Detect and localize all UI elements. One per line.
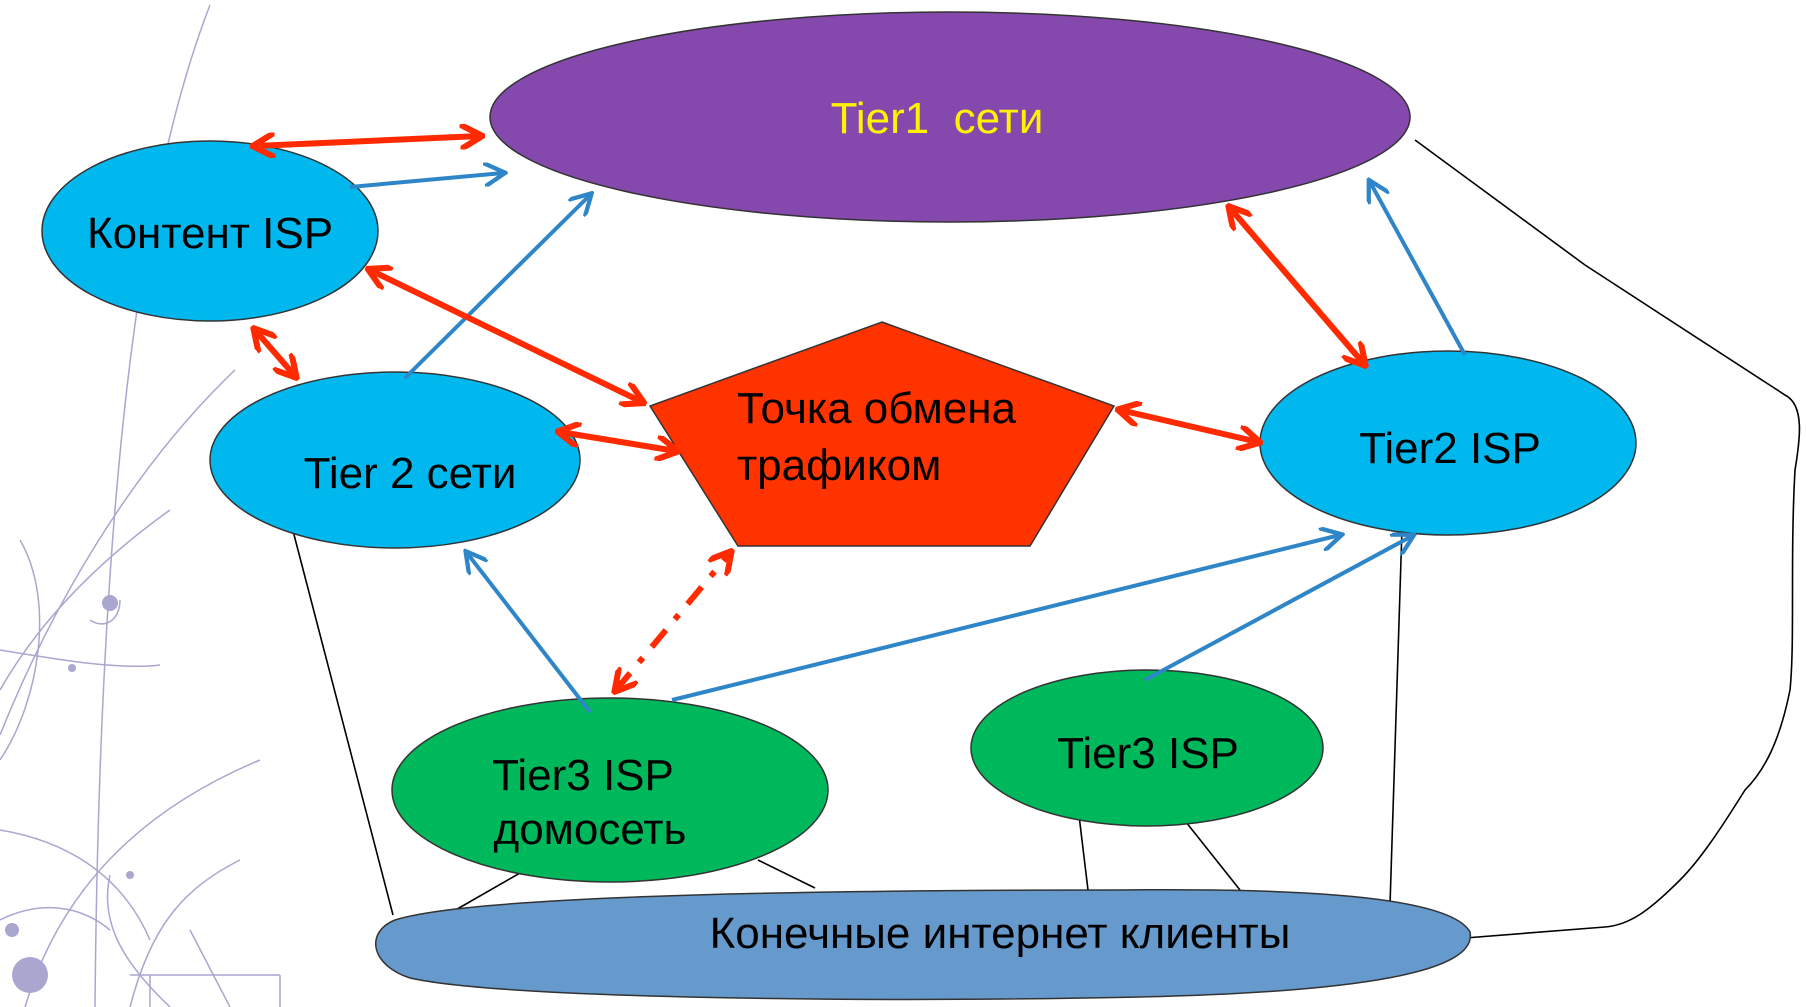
access-line-tier3-home-left — [451, 872, 521, 913]
peering-arrow-content-tier1 — [255, 136, 480, 146]
content-isp-node — [41, 140, 379, 322]
tier3-isp-home-node — [391, 697, 829, 883]
background-dots — [5, 595, 134, 993]
peering-arrow-tier1-tier2isp — [1230, 208, 1364, 364]
tier1-networks-node — [489, 11, 1411, 223]
tier3-isp-node — [970, 669, 1324, 827]
access-line-tier3-isp-right — [1177, 811, 1241, 891]
traffic-exchange-label-line2: трафиком — [737, 441, 941, 490]
peering-arrow-tier3home-ixp-dashed — [616, 553, 730, 690]
access-line-tier2-isp — [1389, 527, 1403, 906]
peering-arrow-ixp-tier2isp — [1120, 410, 1258, 442]
tier2-networks-label: Tier 2 сети — [304, 449, 517, 498]
background-decoration — [0, 4, 281, 1007]
peering-arrow-content-ixp — [370, 270, 642, 402]
transit-arrow-tier3home-to-tier2nets — [467, 553, 592, 714]
end-clients-label: Конечные интернет клиенты — [710, 909, 1291, 958]
tier3-isp-home-label-line1: Tier3 ISP — [492, 751, 674, 800]
peering-arrow-content-tier2nets — [255, 330, 295, 376]
tier3-isp-label: Tier3 ISP — [1057, 729, 1239, 778]
access-lines — [291, 139, 1801, 939]
transit-arrow-tier2nets-to-tier1 — [403, 195, 590, 380]
transit-arrow-tier3isp-to-tier2isp — [1144, 536, 1412, 682]
tier3-isp-home-label-line2: домосеть — [494, 805, 687, 854]
access-line-tier3-isp-left — [1077, 806, 1089, 891]
access-line-tier1 — [1414, 139, 1801, 939]
end-clients-node — [375, 888, 1472, 1001]
transit-arrow-content-to-tier1 — [349, 173, 503, 189]
transit-arrow-tier3home-to-tier2isp — [671, 535, 1340, 702]
content-isp-label: Контент ISP — [87, 209, 333, 258]
traffic-exchange-label-line1: Точка обмена — [737, 384, 1017, 433]
peering-arrows — [255, 136, 1364, 690]
tier1-networks-label: Tier1 сети — [831, 94, 1044, 143]
tier2-isp-label: Tier2 ISP — [1359, 424, 1541, 473]
peering-arrow-tier2nets-ixp — [560, 432, 676, 451]
access-line-tier2-nets — [291, 526, 394, 916]
traffic-exchange-point-node — [648, 321, 1116, 547]
transit-arrow-tier2isp-to-tier1 — [1370, 182, 1467, 356]
access-line-tier3-home-right — [757, 859, 816, 889]
